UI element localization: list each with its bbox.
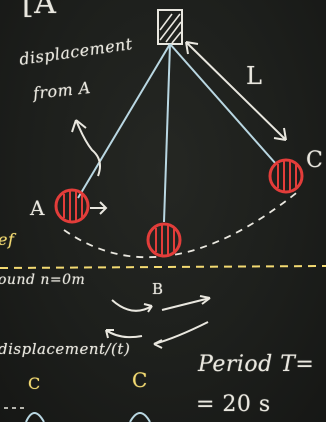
string-c xyxy=(169,43,277,165)
displacement-axis-label: displacement/(t) xyxy=(0,340,131,358)
point-a-label: A xyxy=(30,196,45,220)
ground-line xyxy=(0,265,326,269)
period-label: Period T= xyxy=(198,352,315,377)
bob-a-motion-arrow xyxy=(90,201,108,215)
swing-arc xyxy=(63,189,301,259)
length-arrow xyxy=(185,41,287,141)
period-value: = 20 s xyxy=(196,392,271,417)
bottom-c2-label: C xyxy=(132,368,148,392)
bob-b xyxy=(146,222,182,258)
bottom-sketches xyxy=(25,412,151,422)
length-label: L xyxy=(246,62,263,90)
bottom-c1-label: C xyxy=(28,374,41,393)
oscillation-arrows xyxy=(105,295,211,349)
point-b-label: B xyxy=(152,280,164,298)
bob-a xyxy=(54,188,90,224)
point-c-label: C xyxy=(306,148,324,173)
left-fragment-1: ef xyxy=(0,230,15,249)
string-b xyxy=(163,43,171,223)
displacement-arrow xyxy=(75,119,101,177)
left-fragment-2: ound n=0m xyxy=(0,272,86,288)
pivot-box xyxy=(157,9,183,45)
string-a xyxy=(77,43,171,199)
top-label: [A xyxy=(22,0,57,21)
bob-c xyxy=(268,158,304,194)
